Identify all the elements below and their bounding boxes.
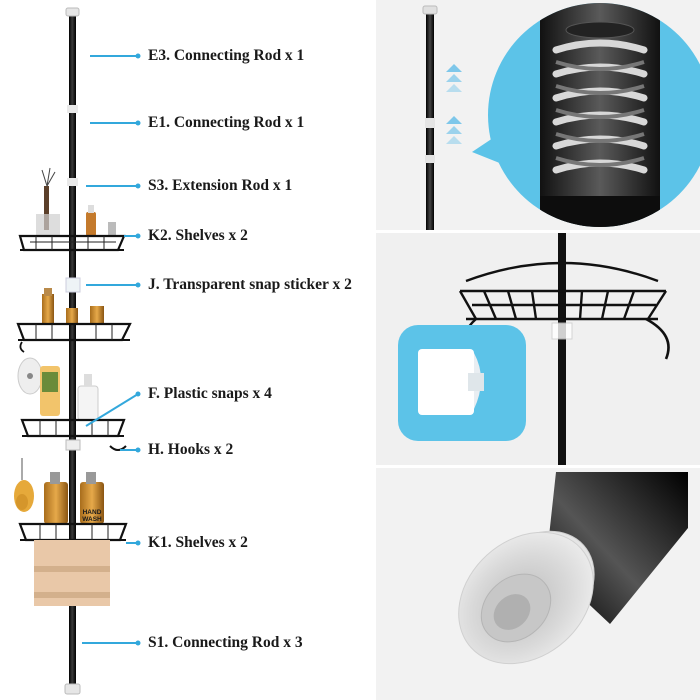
top-shelf <box>18 167 126 252</box>
label-k2-shelves: K2. Shelves x 2 <box>148 227 248 244</box>
label-k1-shelves: K1. Shelves x 2 <box>148 534 248 551</box>
label-e3-connecting-rod: E3. Connecting Rod x 1 <box>148 47 305 64</box>
bottle-subtext: WASH <box>82 516 102 523</box>
label-s1-connecting-rod: S1. Connecting Rod x 3 <box>148 634 303 651</box>
second-shelf <box>16 288 132 353</box>
pole-segment <box>558 233 566 465</box>
label-s3-extension-rod: S3. Extension Rod x 1 <box>148 177 293 194</box>
plastic-snap-icon <box>418 349 474 415</box>
end-cap-panel <box>376 468 700 700</box>
label-f-plastic-snaps: F. Plastic snaps x 4 <box>148 385 272 402</box>
shower-caddy-rack: HAND WASH <box>14 7 141 695</box>
spring-detail-panel <box>376 0 700 230</box>
label-j-snap-sticker: J. Transparent snap sticker x 2 <box>148 276 352 293</box>
bottle-brand: HAND <box>83 509 102 516</box>
pole <box>64 7 81 695</box>
label-e1-connecting-rod: E1. Connecting Rod x 1 <box>148 114 305 131</box>
shelf-clip-panel <box>376 233 700 465</box>
bottom-shelf: HAND WASH <box>18 472 128 606</box>
third-shelf <box>20 418 127 451</box>
sticker <box>65 277 81 293</box>
wire-shelf <box>458 261 670 360</box>
spring-icon <box>540 3 660 227</box>
up-arrows-icon <box>446 64 462 144</box>
label-h-hooks: H. Hooks x 2 <box>148 441 234 458</box>
